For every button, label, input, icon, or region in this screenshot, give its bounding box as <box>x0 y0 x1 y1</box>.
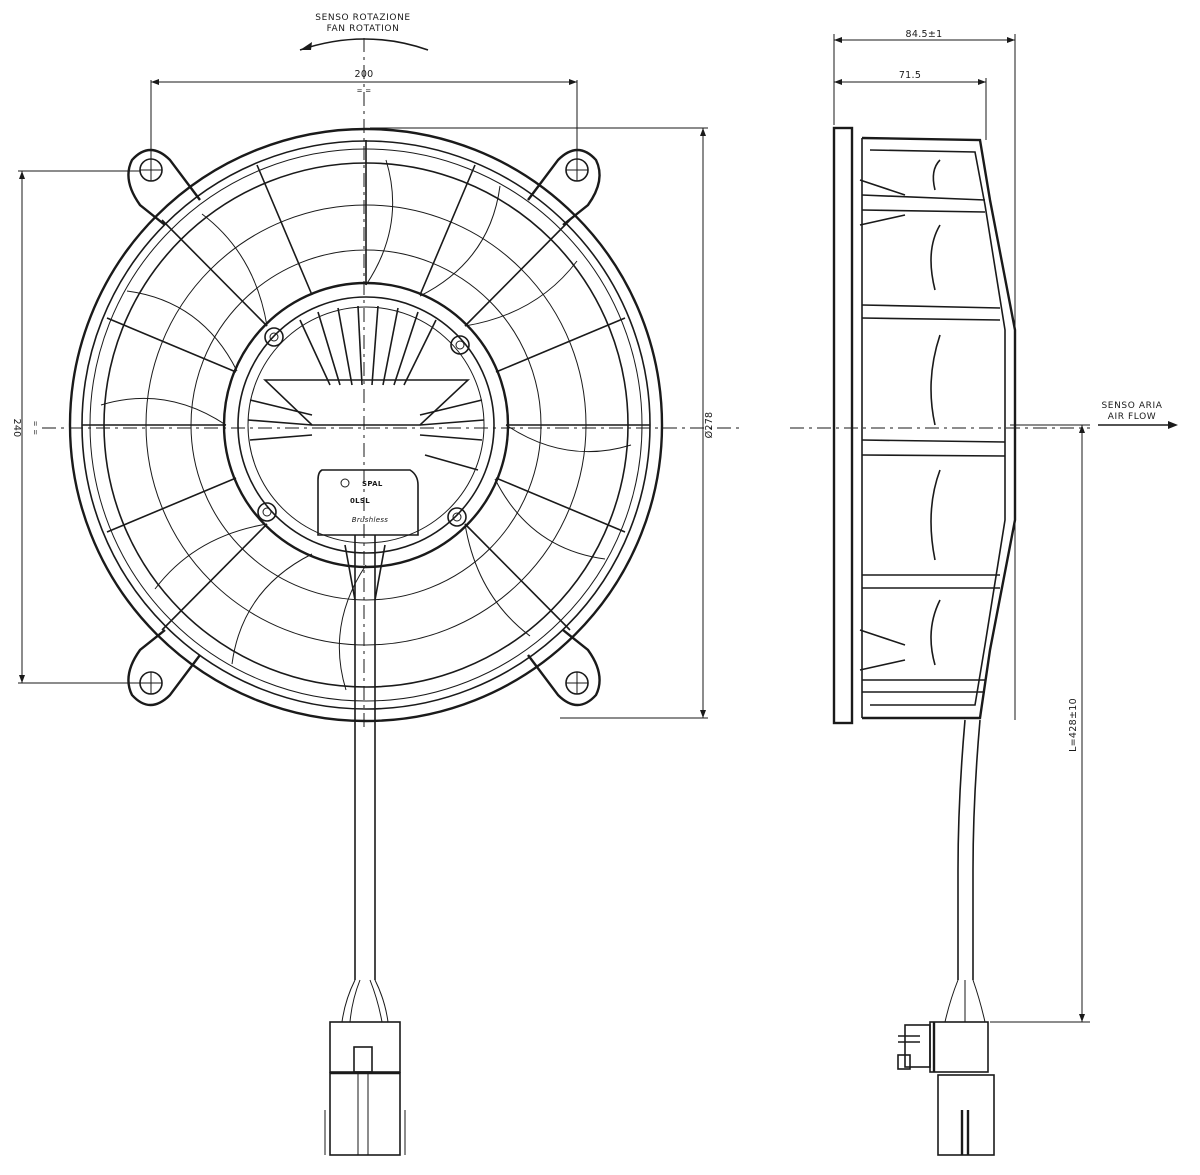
rotation-label-it: SENSO ROTAZIONE <box>315 13 410 23</box>
rotation-arrowhead-icon <box>300 42 312 50</box>
dimension-body-depth: 71.5 <box>834 70 987 140</box>
mount-ear-bottom-right <box>527 629 601 707</box>
side-connector <box>897 1021 995 1156</box>
motor-type: Brushless <box>352 516 388 524</box>
symmetry-mark-left: = = <box>31 421 39 436</box>
dim-overall-depth: 84.5±1 <box>906 29 943 40</box>
front-view: SENSO ROTAZIONE FAN ROTATION 200 = = 24 <box>11 13 740 1156</box>
dimension-240: 240 = = <box>11 170 140 684</box>
dim-diameter: Ø278 <box>704 412 715 439</box>
side-cable <box>944 719 986 1023</box>
symmetry-mark-top: = = <box>357 87 372 95</box>
airflow-label-it: SENSO ARIA <box>1101 401 1162 411</box>
guard-spokes <box>82 140 650 631</box>
side-shroud <box>832 126 1017 725</box>
airflow-annotation: SENSO ARIA AIR FLOW <box>1098 401 1178 429</box>
fan-blades <box>100 159 632 691</box>
mounting-ears <box>127 148 601 707</box>
rotation-label-en: FAN ROTATION <box>327 24 400 34</box>
dimension-overall-depth: 84.5±1 <box>833 29 1016 720</box>
motor-code: 0LSL <box>350 497 370 505</box>
motor-cooling-fins <box>247 305 485 471</box>
side-view: 84.5±1 71.5 SENSO ARIA AIR FLOW <box>790 29 1178 1156</box>
brand-logo-icon <box>340 478 350 488</box>
motor-label-plate <box>317 469 419 536</box>
front-connector <box>324 1021 406 1156</box>
motor-brand: SPAL <box>362 480 383 488</box>
dim-cable-length: L=428±10 <box>1068 698 1079 752</box>
mount-ear-top-left <box>127 148 201 226</box>
dim-body-depth: 71.5 <box>899 70 921 81</box>
mount-ear-top-right <box>527 148 601 226</box>
front-cable <box>324 535 406 1156</box>
dim-mount-width: 200 <box>354 69 373 80</box>
dimension-diameter: Ø278 <box>370 127 715 719</box>
side-ribs <box>859 159 1006 693</box>
mount-ear-bottom-left <box>127 629 201 707</box>
airflow-label-en: AIR FLOW <box>1108 412 1157 422</box>
dimension-cable-length: L=428±10 <box>990 424 1090 1023</box>
dim-mount-height: 240 <box>11 418 22 437</box>
hub-screws <box>257 327 470 527</box>
motor-hub: SPAL 0LSL Brushless <box>222 281 510 569</box>
